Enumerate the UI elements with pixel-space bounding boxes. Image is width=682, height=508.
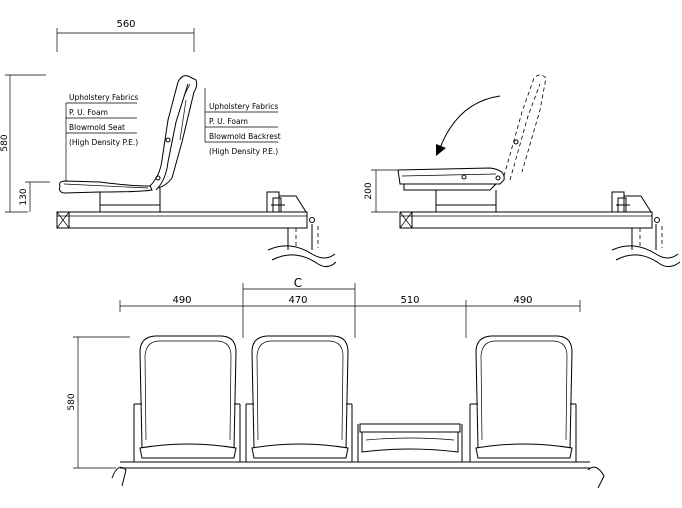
seat-label-density: (High Density P.E.) — [69, 138, 138, 147]
spacing-dim-3: 510 — [400, 295, 419, 306]
backrest-label-density: (High Density P.E.) — [209, 147, 278, 156]
spacing-dim-4: 490 — [513, 295, 532, 306]
dimension-height-total: 580 — [0, 74, 46, 213]
seat-side-profile — [59, 75, 198, 212]
spacing-dim-1: 490 — [172, 295, 191, 306]
front-seat-2 — [245, 335, 353, 463]
front-table — [357, 423, 463, 462]
mounting-beam — [56, 211, 308, 229]
spacing-dimensions: C 490 470 510 490 — [119, 276, 581, 338]
dimension-folded-height: 200 — [364, 169, 398, 213]
seat-label-foam: P. U. Foam — [69, 108, 108, 117]
folded-seat — [397, 74, 547, 212]
floor-bracket — [266, 191, 337, 268]
fold-arrow — [436, 95, 501, 156]
front-dim-height-label: 580 — [67, 393, 77, 410]
dimension-width: 560 — [56, 19, 195, 52]
dim-height-seat-label: 130 — [19, 188, 29, 205]
backrest-label-foam: P. U. Foam — [209, 117, 248, 126]
seat-material-labels: Upholstery Fabrics P. U. Foam Blowmold S… — [65, 93, 138, 181]
backrest-label-fabric: Upholstery Fabrics — [209, 102, 278, 111]
folded-bracket — [611, 191, 681, 268]
front-seat-1 — [133, 335, 241, 463]
folded-beam — [399, 211, 653, 229]
dim-width-label: 560 — [116, 19, 135, 30]
folded-view: 200 — [364, 74, 681, 268]
dim-folded-height-label: 200 — [364, 182, 374, 199]
spacing-dim-2: 470 — [288, 295, 307, 306]
side-view: 560 580 130 — [0, 19, 337, 268]
dim-height-total-label: 580 — [0, 134, 10, 151]
dimension-height-seat: 130 — [19, 181, 50, 212]
backrest-label-blowmold: Blowmold Backrest — [209, 132, 281, 141]
seat-label-blowmold: Blowmold Seat — [69, 123, 125, 132]
seat-label-fabric: Upholstery Fabrics — [69, 93, 138, 102]
front-height-dimension: 580 — [67, 336, 130, 469]
front-seat-4 — [469, 335, 577, 463]
center-mark: C — [294, 276, 302, 290]
front-view: C 490 470 510 490 580 — [67, 276, 605, 489]
backrest-material-labels: Upholstery Fabrics P. U. Foam Blowmold B… — [204, 88, 281, 156]
front-base-beam — [111, 461, 605, 489]
